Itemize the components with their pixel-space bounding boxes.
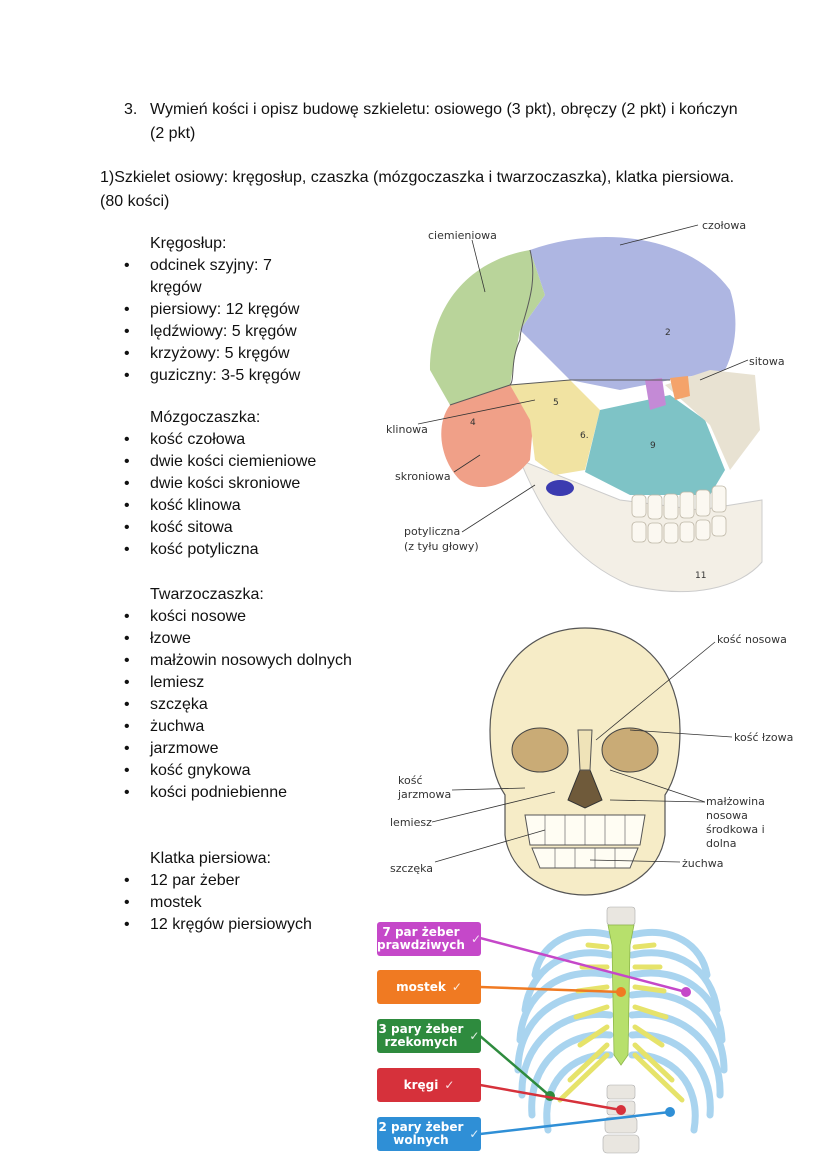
leader-2-pary-zeber xyxy=(480,1110,671,1136)
skull-frontal-leaders xyxy=(431,641,733,863)
list-item: 12 kręgów piersiowych xyxy=(124,914,364,936)
section-title: Twarzoczaszka: xyxy=(150,586,264,603)
intro-paragraph: 1)Szkielet osiowy: kręgosłup, czaszka (m… xyxy=(100,169,735,210)
list-item: guziczny: 3-5 kręgów xyxy=(124,365,354,387)
label-skroniowa: skroniowa xyxy=(395,470,451,483)
section-title: Klatka piersiowa: xyxy=(150,850,271,867)
label-lemiesz: lemiesz xyxy=(390,816,432,829)
label-czolowa: czołowa xyxy=(702,219,747,232)
bullet-list: kość czołowa dwie kości ciemieniowe dwie… xyxy=(124,429,364,561)
label-szczeka: szczęka xyxy=(390,862,434,875)
list-item: odcinek szyjny: 7 kręgów xyxy=(124,255,300,299)
section-kregoslup: Kręgosłup: odcinek szyjny: 7 kręgów pier… xyxy=(124,233,354,387)
temporal-bone-shape xyxy=(441,385,535,488)
question: 3. Wymień kości i opisz budowę szkieletu… xyxy=(124,98,744,146)
bone-number-11: 11 xyxy=(695,571,706,581)
occipital-marker xyxy=(546,480,574,496)
label-potyliczna-note: (z tyłu głowy) xyxy=(404,540,479,553)
section-twarzoczaszka: Twarzoczaszka: kości nosowe łzowe małżow… xyxy=(124,584,374,804)
section-klatka: Klatka piersiowa: 12 par żeber mostek 12… xyxy=(124,848,364,936)
frontal-bone-shape xyxy=(520,237,736,390)
tag-mostek: mostek✓ xyxy=(377,970,481,1004)
label-klinowa: klinowa xyxy=(386,423,428,436)
list-item: kość sitowa xyxy=(124,517,364,539)
sphenoid-bone-shape xyxy=(510,380,600,475)
label-malzowina-1: małżowina xyxy=(706,795,765,808)
list-item: lędźwiowy: 5 kręgów xyxy=(124,321,354,343)
list-item: mostek xyxy=(124,892,364,914)
tag-kregi: kręgi✓ xyxy=(377,1068,481,1102)
label-malzowina-4: dolna xyxy=(706,837,737,850)
leader-dot-7-par-zeber xyxy=(681,987,691,997)
list-item: małżowin nosowych dolnych xyxy=(124,650,374,672)
list-item: dwie kości skroniowe xyxy=(124,473,364,495)
label-kosc-jarzmowa-2: jarzmowa xyxy=(398,788,452,801)
list-item: kości nosowe xyxy=(124,606,374,628)
leader-kregi xyxy=(480,1083,622,1112)
label-kosc-jarzmowa-1: kość xyxy=(398,774,423,787)
list-item: łzowe xyxy=(124,628,374,650)
label-zuchwa: żuchwa xyxy=(682,857,724,870)
bone-number-4: 4 xyxy=(470,418,476,428)
question-number: 3. xyxy=(124,101,138,118)
bone-number-5: 5 xyxy=(553,398,559,408)
teeth-group xyxy=(631,485,727,544)
list-item: kość klinowa xyxy=(124,495,364,517)
list-item: szczęka xyxy=(124,694,374,716)
lower-teeth xyxy=(531,847,639,869)
section-title: Kręgosłup: xyxy=(150,235,227,252)
parietal-bone-shape xyxy=(430,250,545,405)
maxilla-shape xyxy=(585,395,725,495)
nasal-bone xyxy=(577,729,593,771)
list-item: kości podniebienne xyxy=(124,782,374,804)
skull-frontal-diagram xyxy=(489,627,681,896)
label-malzowina-2: nosowa xyxy=(706,809,748,822)
label-kosc-nosowa: kość nosowa xyxy=(717,633,787,646)
label-sitowa: sitowa xyxy=(749,355,785,368)
list-item: 12 par żeber xyxy=(124,870,364,892)
label-kosc-lzowa: kość łzowa xyxy=(734,731,794,744)
leader-dot-kregi xyxy=(616,1105,626,1115)
label-potyliczna: potyliczna xyxy=(404,525,461,538)
leader-dot-mostek xyxy=(616,987,626,997)
lacrimal-shape xyxy=(670,376,690,400)
left-orbit xyxy=(511,727,569,773)
list-item: kość gnykowa xyxy=(124,760,374,782)
leader-3-pary-zeber xyxy=(480,1035,551,1097)
leader-mostek xyxy=(480,985,622,994)
bone-number-2: 2 xyxy=(665,328,671,338)
bullet-list: 12 par żeber mostek 12 kręgów piersiowyc… xyxy=(124,870,364,936)
bone-number-6: 6. xyxy=(580,431,589,441)
list-item: lemiesz xyxy=(124,672,374,694)
label-malzowina-3: środkowa i xyxy=(706,823,765,836)
section-mozgoczaszka: Mózgoczaszka: kość czołowa dwie kości ci… xyxy=(124,407,364,561)
label-ciemieniowa: ciemieniowa xyxy=(428,229,497,242)
skull-lateral-diagram: 2 5 6. 9 4 11 xyxy=(417,224,763,593)
leader-dot-2-pary-zeber xyxy=(665,1107,675,1117)
right-orbit xyxy=(601,727,659,773)
section-title: Mózgoczaszka: xyxy=(150,409,261,426)
list-item: dwie kości ciemieniowe xyxy=(124,451,364,473)
question-text: Wymień kości i opisz budowę szkieletu: o… xyxy=(150,101,738,142)
list-item: krzyżowy: 5 kręgów xyxy=(124,343,354,365)
leader-7-par-zeber xyxy=(480,936,687,994)
list-item: jarzmowe xyxy=(124,738,374,760)
bullet-list: odcinek szyjny: 7 kręgów piersiowy: 12 k… xyxy=(124,255,354,387)
bullet-list: kości nosowe łzowe małżowin nosowych dol… xyxy=(124,606,374,804)
bone-number-9: 9 xyxy=(650,441,656,451)
ribcage-leaders xyxy=(480,936,691,1136)
ethmoid-shape xyxy=(645,378,666,410)
list-item: kość potyliczna xyxy=(124,539,364,561)
list-item: żuchwa xyxy=(124,716,374,738)
list-item: kość czołowa xyxy=(124,429,364,451)
list-item: piersiowy: 12 kręgów xyxy=(124,299,354,321)
ribcage-diagram xyxy=(514,906,728,1154)
